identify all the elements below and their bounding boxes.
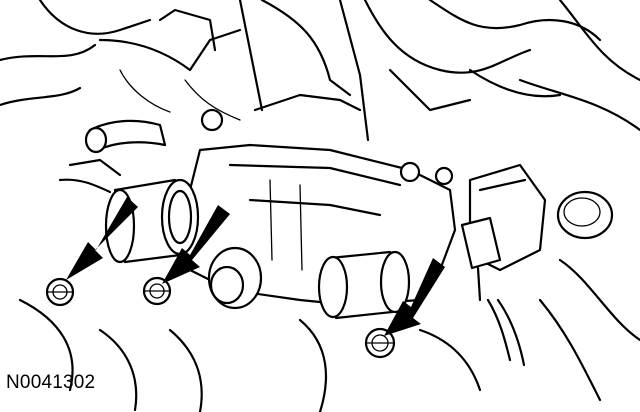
arrow-icon <box>384 258 445 336</box>
lower-structure <box>18 258 640 412</box>
bolt-1 <box>45 277 75 307</box>
bolt-3 <box>364 327 396 359</box>
arrow-icon <box>66 197 138 280</box>
bolt-4 <box>200 108 454 186</box>
figure-id-caption: N0041302 <box>6 372 96 393</box>
coolant-hose <box>58 119 167 194</box>
cylinder-tube-right <box>317 250 411 320</box>
electrical-connector <box>460 163 547 367</box>
round-boss <box>207 246 263 310</box>
background-structure <box>0 0 640 142</box>
round-cap <box>556 190 614 240</box>
arrow-icon <box>162 205 230 284</box>
bolt-2 <box>142 276 172 306</box>
